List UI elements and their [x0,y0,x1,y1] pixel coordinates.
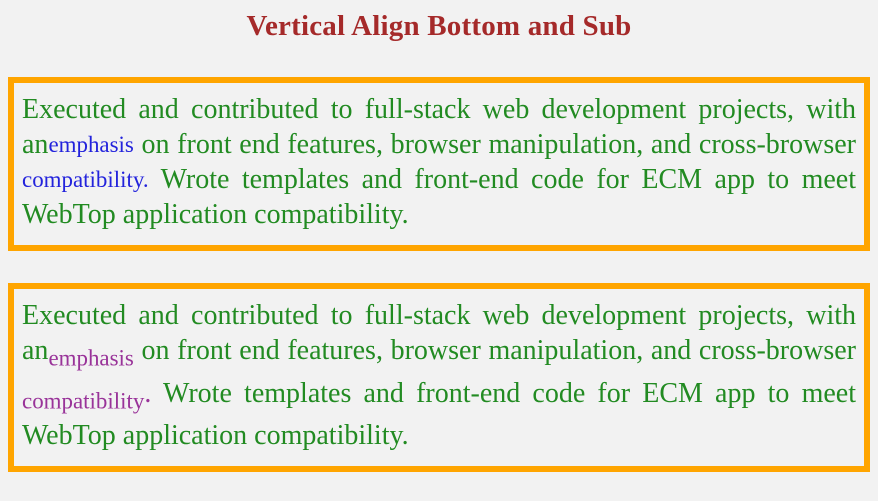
paragraph-text-segment: on front end features, browser manipulat… [133,129,856,160]
emphasis-word-subscript: emphasis [48,345,134,371]
page-title: Vertical Align Bottom and Sub [246,10,632,42]
paragraph-text-segment: Wrote templates and front-end code for E… [22,164,856,230]
paragraph-text-segment: Wrote templates and front-end code for E… [22,377,856,452]
paragraph-vertical-align-sub: Executed and contributed to full-stack w… [8,283,870,473]
subscript-trailing-period: . [144,377,152,409]
paragraph-text-segment: Executed and contributed to full-stack w… [22,300,856,366]
paragraph-text-segment: on front end features, browser manipulat… [133,335,856,366]
compatibility-word-bottom-aligned: compatibility. [22,167,149,192]
paragraph-text-segment: Executed and contributed to full-stack w… [22,94,856,160]
paragraph-vertical-align-bottom: Executed and contributed to full-stack w… [8,77,870,251]
compatibility-word-subscript: compatibility [22,388,145,414]
emphasis-word-bottom-aligned: emphasis [48,132,134,157]
